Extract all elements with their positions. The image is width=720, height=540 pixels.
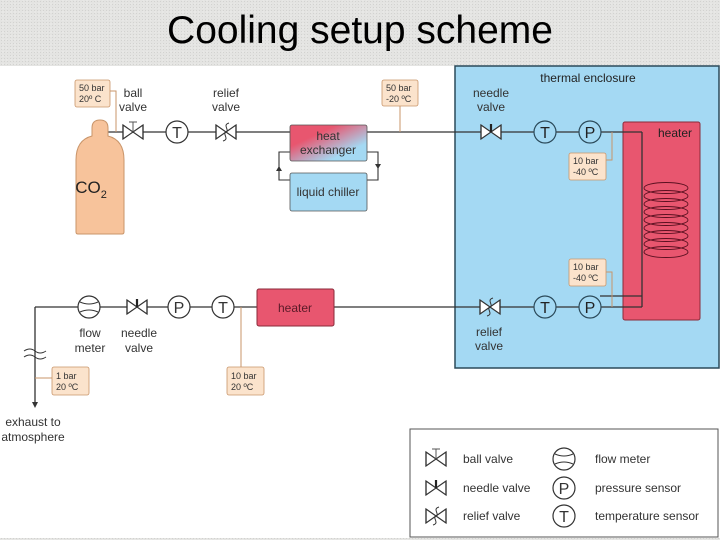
svg-text:1 bar: 1 bar xyxy=(56,371,77,381)
relief-valve-icon xyxy=(216,123,236,141)
legend-temperature-sensor-icon: T xyxy=(552,504,576,528)
coil-loop xyxy=(643,230,689,242)
flow-meter-label-1: flow xyxy=(79,326,101,340)
coil-loop xyxy=(643,182,689,194)
coil-loop xyxy=(643,190,689,202)
legend-label-temperature-sensor: temperature sensor xyxy=(595,509,699,523)
svg-text:P: P xyxy=(585,300,596,317)
needle-valve-top-label-2: valve xyxy=(477,100,505,114)
coil-loop xyxy=(643,222,689,234)
svg-text:P: P xyxy=(174,300,185,317)
slide-title: Cooling setup scheme xyxy=(167,9,553,52)
legend-flow-meter-icon xyxy=(552,447,576,471)
enclosure-heater xyxy=(622,121,701,321)
pressure-sensor-enclosure-in: P xyxy=(578,120,602,144)
legend-label-pressure-sensor: pressure sensor xyxy=(595,481,681,495)
chiller-arrow-down-icon xyxy=(375,164,381,169)
legend-label-ball-valve: ball valve xyxy=(463,452,513,466)
svg-text:T: T xyxy=(540,300,550,317)
liquid-chiller-label: liquid chiller xyxy=(297,185,360,199)
temperature-sensor-bottom: T xyxy=(211,295,235,319)
pipe-break-icon xyxy=(23,348,47,360)
relief-valve-top-label-2: valve xyxy=(212,100,240,114)
bottom-heater xyxy=(256,288,335,327)
temperature-sensor-enclosure-out: T xyxy=(533,295,557,319)
tag-after-exchanger: 50 bar -20 ºC xyxy=(381,79,419,107)
svg-text:-20 ºC: -20 ºC xyxy=(386,94,412,104)
flow-meter-icon xyxy=(77,295,101,319)
relief-valve-bottom-label-2: valve xyxy=(475,339,503,353)
svg-text:10 bar: 10 bar xyxy=(573,156,599,166)
svg-text:T: T xyxy=(559,509,569,526)
tag-enclosure-in: 10 bar -40 ºC xyxy=(568,152,607,181)
heater-coil xyxy=(643,182,689,258)
heat-exchanger xyxy=(289,124,368,162)
legend-label-needle-valve: needle valve xyxy=(463,481,531,495)
legend-label-flow-meter: flow meter xyxy=(595,452,650,466)
tag-cylinder: 50 bar 20º C xyxy=(74,79,111,108)
svg-text:T: T xyxy=(540,125,550,142)
exhaust-arrow-icon xyxy=(32,402,38,408)
coil-loop xyxy=(643,198,689,210)
svg-text:-40 ºC: -40 ºC xyxy=(573,273,599,283)
svg-text:20 ºC: 20 ºC xyxy=(231,382,254,392)
needle-valve-bottom-label-1: needle xyxy=(121,326,157,340)
relief-valve-top-label-1: relief xyxy=(213,86,240,100)
needle-valve-top-label-1: needle xyxy=(473,86,509,100)
svg-text:10 bar: 10 bar xyxy=(231,371,257,381)
ball-valve-icon xyxy=(123,122,143,139)
bottom-heater-label: heater xyxy=(278,301,312,315)
temperature-sensor-enclosure-in: T xyxy=(533,120,557,144)
tag-exhaust: 1 bar 20 ºC xyxy=(51,366,90,396)
svg-text:T: T xyxy=(172,125,182,142)
svg-text:-40 ºC: -40 ºC xyxy=(573,167,599,177)
svg-text:10 bar: 10 bar xyxy=(573,262,599,272)
legend-label-relief-valve: relief valve xyxy=(463,509,521,523)
coil-loop xyxy=(643,238,689,250)
co2-cylinder: CO2 xyxy=(75,119,125,235)
svg-text:T: T xyxy=(218,300,228,317)
co2-label: CO2 xyxy=(75,178,107,201)
thermal-enclosure-label: thermal enclosure xyxy=(540,71,636,85)
coil-loop xyxy=(643,246,689,258)
tag-enclosure-out: 10 bar -40 ºC xyxy=(568,258,607,287)
heat-exchanger-label-2: exchanger xyxy=(300,143,356,157)
coil-loop xyxy=(643,214,689,226)
svg-text:20 ºC: 20 ºC xyxy=(56,382,79,392)
chiller-arrow-up-icon xyxy=(276,166,282,171)
tag-after-heater: 10 bar 20 ºC xyxy=(226,366,265,396)
svg-text:20º C: 20º C xyxy=(79,94,102,104)
temperature-sensor-top: T xyxy=(165,120,189,144)
tag-leaders xyxy=(35,90,613,379)
exhaust-label-2: atmosphere xyxy=(1,430,65,444)
ball-valve-label-1: ball xyxy=(124,86,143,100)
needle-valve-bottom-label-2: valve xyxy=(125,341,153,355)
ball-valve-label-2: valve xyxy=(119,100,147,114)
liquid-chiller xyxy=(289,172,368,212)
legend-pressure-sensor-icon: P xyxy=(552,476,576,500)
svg-text:50 bar: 50 bar xyxy=(386,83,412,93)
legend: P T ball valve needle valve relief valve… xyxy=(409,428,719,538)
svg-text:50 bar: 50 bar xyxy=(79,83,105,93)
heat-exchanger-label-1: heat xyxy=(316,129,340,143)
coil-loop xyxy=(643,206,689,218)
enclosure-heater-label: heater xyxy=(658,126,692,140)
exhaust-label-1: exhaust to xyxy=(5,415,61,429)
needle-valve-bottom-icon xyxy=(127,299,147,314)
svg-text:P: P xyxy=(559,481,570,498)
pressure-sensor-bottom: P xyxy=(167,295,191,319)
flow-meter-label-2: meter xyxy=(75,341,106,355)
relief-valve-bottom-label-1: relief xyxy=(476,325,503,339)
svg-text:P: P xyxy=(585,125,596,142)
pressure-sensor-enclosure-out: P xyxy=(578,295,602,319)
